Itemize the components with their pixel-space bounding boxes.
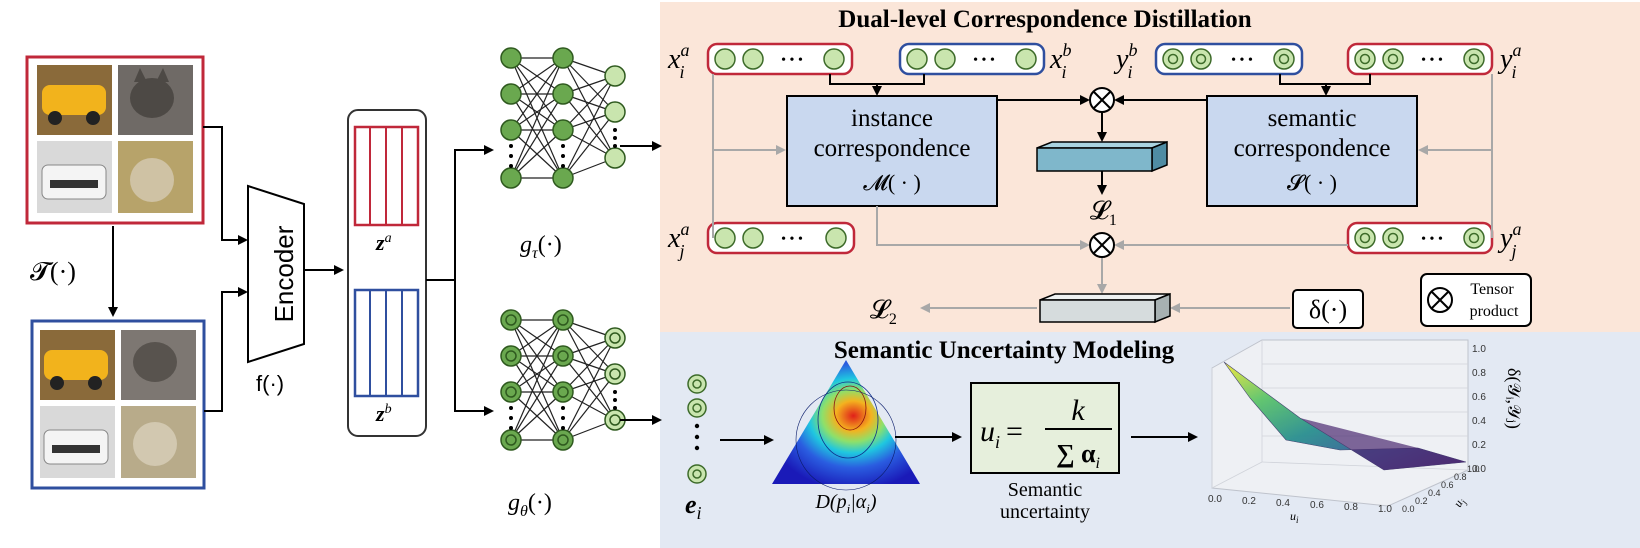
delta-label: δ(·) [1309,295,1347,324]
zb-label: zb [375,401,392,426]
g-tau-label: gτ(·) [520,232,562,262]
semantic-correspondence-box [1206,95,1418,207]
encoder-block [247,184,305,364]
encoder-label: Encoder [269,225,299,322]
uncertainty-line2: uncertainty [1000,501,1090,523]
svg-text:0.0: 0.0 [1208,494,1222,505]
augmented-image-grid [30,319,206,490]
gray-feedback-paths [712,74,1493,313]
x-j-a-vector: • • • [706,221,856,255]
svg-text:• • •: • • • [1231,53,1253,68]
semantic-box-line2: correspondence [1234,135,1391,162]
formula-lhs: ui= [980,415,1023,452]
dirichlet-label: D(pi|αi) [814,491,876,516]
tensor-product-top-icon [1089,87,1115,113]
svg-text:0.8: 0.8 [1454,472,1467,482]
instance-box-line1: instance [851,105,933,132]
svg-text:0.2: 0.2 [1242,496,1256,507]
svg-text:• • •: • • • [1421,232,1443,247]
zb-feature-block [353,288,420,398]
transform-label: 𝓣(·) [30,257,76,286]
formula-numerator: k [1071,394,1085,427]
uncertainty-panel-title: Semantic Uncertainty Modeling [834,337,1175,364]
x-i-a-vector: • • • [706,42,854,76]
arrow-yi-to-semantic [1279,74,1331,96]
legend-line2: product [1470,303,1519,320]
embedding-vector [687,374,707,484]
instance-box-line3: 𝓜( · ) [863,170,921,195]
loss1-label: 𝓛1 [1090,196,1117,229]
loss2-label: 𝓛2 [870,295,897,328]
y-j-a-vector: • • • [1346,221,1494,255]
svg-text:0.6: 0.6 [1472,392,1486,403]
instance-correspondence-box [786,95,998,207]
svg-text:0.0: 0.0 [1402,504,1415,514]
embedding-label: ei [685,490,702,523]
tensor-legend-icon [1427,287,1453,313]
delta-box [1292,289,1364,329]
instance-box-line2: correspondence [814,135,971,162]
surface-plot [1211,339,1469,507]
arrow-yia-to-semantic [1326,74,1371,85]
svg-text:• • •: • • • [781,232,803,247]
svg-text:0.2: 0.2 [1472,440,1486,451]
dirichlet-simplex [772,360,920,491]
svg-text:0.4: 0.4 [1276,498,1290,509]
g-theta-label: gθ(·) [508,490,552,520]
y-i-a-vector: • • • [1346,42,1494,76]
arrow-to-g-tau [426,145,494,281]
x-i-b-vector: • • • [898,42,1046,76]
uncertainty-line1: Semantic [1008,479,1083,501]
y-i-b-vector: • • • [1154,42,1304,76]
za-label: za [375,230,392,255]
plot-x-label: ui [1290,509,1299,525]
svg-text:0.6: 0.6 [1310,500,1324,511]
dual-panel-title: Dual-level Correspondence Distillation [838,6,1251,33]
svg-text:1.0: 1.0 [1467,464,1480,474]
tensor-legend-box [1420,273,1532,327]
formula-denominator: ∑ αi [1056,439,1100,472]
tensor-product-bottom-icon [1089,232,1115,258]
semantic-box-line1: semantic [1268,105,1357,132]
svg-text:0.2: 0.2 [1415,496,1428,506]
arrow-augmented-to-encoder [204,287,248,412]
svg-text:• • •: • • • [973,53,995,68]
arrow-xi-to-instance [829,74,882,96]
svg-text:0.4: 0.4 [1428,488,1441,498]
g-theta-network [500,309,626,451]
plot-z-label: δ(𝒴ᵢ,𝒴ⱼ) [1503,368,1524,429]
svg-text:• • •: • • • [781,53,803,68]
arrow-to-g-theta [454,280,494,416]
svg-text:1.0: 1.0 [1472,344,1486,355]
encoder-function-label: f(·) [256,371,284,396]
svg-text:0.8: 0.8 [1472,368,1486,379]
loss1-prism [1036,140,1168,173]
loss2-prism [1039,292,1171,324]
original-image-grid [25,55,205,225]
arrow-xib-to-instance [877,74,925,85]
svg-text:1.0: 1.0 [1378,504,1392,515]
svg-text:0.6: 0.6 [1441,480,1454,490]
semantic-box-line3: 𝓢( · ) [1287,170,1337,195]
legend-line1: Tensor [1470,281,1514,298]
svg-text:0.0: 0.0 [1472,464,1486,475]
za-feature-block [353,125,420,227]
svg-text:0.8: 0.8 [1344,502,1358,513]
svg-text:0.4: 0.4 [1472,416,1486,427]
g-tau-network [500,47,626,189]
svg-text:• • •: • • • [1421,53,1443,68]
arrow-original-to-encoder [203,126,248,245]
